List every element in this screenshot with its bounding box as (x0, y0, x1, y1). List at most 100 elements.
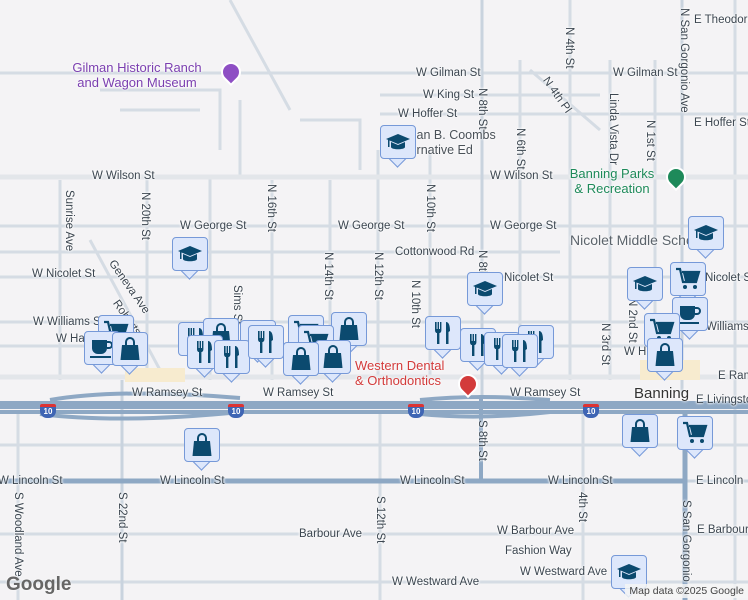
street-label: N 12th St (372, 252, 384, 300)
street-label: W Nicolet St (490, 272, 554, 284)
cart-icon (682, 420, 708, 446)
map-marker-cart[interactable] (670, 262, 706, 306)
interstate-10-shield: 10 (228, 404, 244, 418)
interstate-10-shield: 10 (583, 404, 599, 418)
school-icon (177, 241, 203, 267)
street-label: S Woodland Ave (12, 492, 24, 577)
street-label: W Barbour Ave (497, 525, 575, 537)
dental-poi-label[interactable]: Western Dental & Orthodontics (355, 358, 445, 388)
nicolet-school-label[interactable]: Nicolet Middle School (570, 232, 705, 248)
street-label: W George St (180, 220, 247, 232)
street-label: S 8th St (476, 420, 488, 461)
street-label: S 22nd St (116, 492, 128, 543)
map-marker-fork-knife[interactable] (214, 340, 250, 384)
map-marker-bag[interactable] (315, 340, 351, 384)
bag-icon (336, 316, 362, 342)
street-label: W George St (490, 220, 557, 232)
street-label: N San Gorgonio Ave (678, 8, 690, 113)
street-label: Sunrise Ave (63, 190, 75, 252)
school-icon (385, 129, 411, 155)
street-label: W George St (338, 220, 405, 232)
street-label: W Ramsey St (132, 387, 203, 399)
school-icon (632, 271, 658, 297)
school-icon (693, 220, 719, 246)
street-label: Williams (706, 321, 748, 333)
street-label: N 4th St (563, 27, 575, 69)
street-label: N 10th St (424, 184, 436, 232)
street-label: W Hoffer St (398, 108, 458, 120)
bag-icon (288, 346, 314, 372)
street-label: N 8th St (476, 88, 488, 130)
street-label: N 16th St (265, 184, 277, 232)
street-label: E Ramsey (718, 370, 748, 382)
street-label: S 12th St (374, 496, 386, 544)
street-label: Linda Vista Dr (607, 93, 619, 166)
street-label: Cottonwood Rd (395, 246, 475, 258)
fork-knife-icon (507, 338, 533, 364)
museum-poi-label[interactable]: Gilman Historic Ranch and Wagon Museum (72, 60, 202, 90)
interstate-10-shield: 10 (408, 404, 424, 418)
street-label: N 10th St (409, 280, 421, 328)
street-label: Barbour Ave (299, 528, 363, 540)
bag-icon (652, 342, 678, 368)
street-label: W Wilson St (92, 170, 155, 182)
bag-icon (189, 432, 215, 458)
street-label: E Hoffer St (694, 117, 748, 129)
map-marker-school[interactable] (611, 555, 647, 599)
street-label: S San Gorgonio (680, 500, 692, 582)
street-label: W Westward Ave (520, 566, 608, 578)
map-marker-bag[interactable] (283, 342, 319, 386)
map-marker-bag[interactable] (112, 332, 148, 376)
map-marker-fork-knife[interactable] (248, 325, 284, 369)
street-label: Nicolet St (705, 272, 748, 284)
map-attribution[interactable]: Map data ©2025 Google (625, 584, 748, 598)
street-label: W Lincoln St (400, 475, 465, 487)
street-label: W Lincoln St (0, 475, 63, 487)
street-label: W H (624, 346, 647, 358)
street-label: W Williams St (33, 316, 104, 328)
google-logo: Google (6, 574, 72, 595)
map-marker-bag[interactable] (184, 428, 220, 472)
school-icon (472, 276, 498, 302)
street-label: W Ramsey St (510, 387, 581, 399)
map-marker-cart[interactable] (677, 416, 713, 460)
fork-knife-icon (430, 320, 456, 346)
street-label: W Gilman St (613, 67, 678, 79)
map-marker-bag[interactable] (647, 338, 683, 382)
map-marker-bag[interactable] (622, 414, 658, 458)
map-marker-school[interactable] (467, 272, 503, 316)
street-label: N 14th St (322, 252, 334, 300)
bag-icon (320, 344, 346, 370)
school-icon (616, 559, 642, 585)
street-label: W Lincoln St (160, 475, 225, 487)
bag-icon (117, 336, 143, 362)
fork-knife-icon (253, 329, 279, 355)
street-label: Fashion Way (505, 545, 572, 557)
bag-icon (627, 418, 653, 444)
map-marker-fork-knife[interactable] (502, 334, 538, 378)
street-label: W Nicolet St (32, 268, 96, 280)
street-label: W Ramsey St (263, 387, 334, 399)
street-label: E Lincoln (696, 475, 744, 487)
map-marker-school[interactable] (627, 267, 663, 311)
street-label: W Westward Ave (392, 576, 480, 588)
map-marker-fork-knife[interactable] (425, 316, 461, 360)
town-label: Banning (634, 385, 690, 402)
map-marker-school[interactable] (172, 237, 208, 281)
fork-knife-icon (219, 344, 245, 370)
street-label: 4th St (576, 492, 588, 523)
street-label: N 20th St (139, 192, 151, 240)
park-poi-label[interactable]: Banning Parks & Recreation (569, 166, 655, 196)
street-label: E Barbour St (697, 524, 748, 536)
street-label: N 3rd St (599, 323, 611, 366)
map-marker-school[interactable] (688, 216, 724, 260)
cup-icon (677, 301, 703, 327)
map-marker-school[interactable] (380, 125, 416, 169)
street-label: W Wilson St (490, 170, 553, 182)
cart-icon (675, 266, 701, 292)
street-label: E Livingston (696, 394, 748, 406)
street-label: E Theodore (694, 14, 748, 26)
interstate-10-shield: 10 (40, 404, 56, 418)
